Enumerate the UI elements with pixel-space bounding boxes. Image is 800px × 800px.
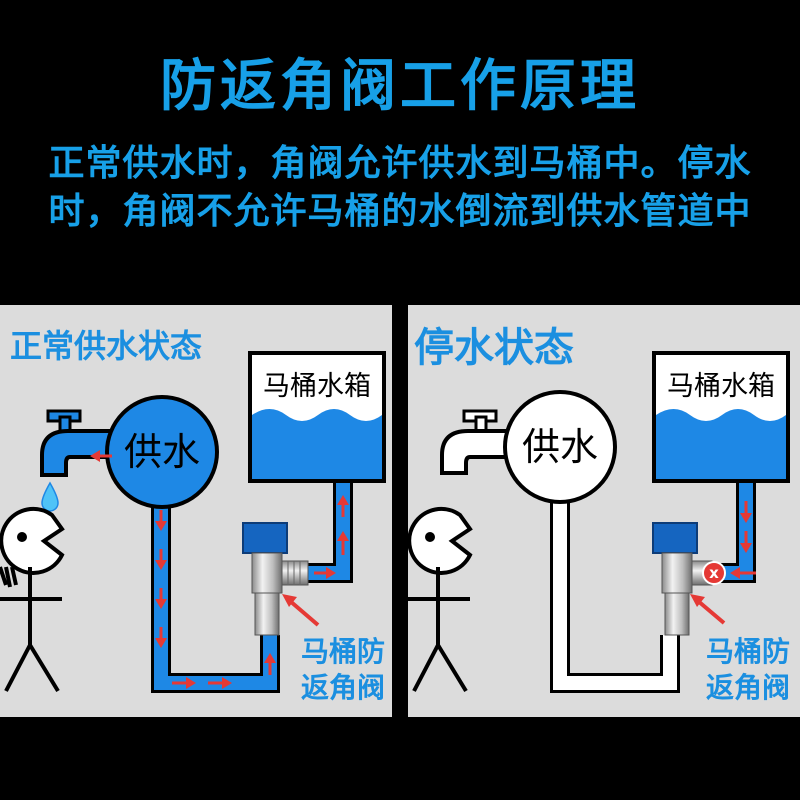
valve-label-line-2: 返角阀 [301,671,385,704]
toilet-tank [652,351,790,483]
supply-circle [503,390,617,504]
valve-pointer-arrow [282,594,320,627]
valve-pointer-arrow [690,594,726,625]
normal-supply-panel: 正常供水状态 [0,305,392,717]
normal-supply-diagram: 供水 马桶水箱 [0,351,386,704]
blocked-icon: x [702,561,726,585]
backflow-arrows [730,501,756,579]
toilet-tank [248,351,386,483]
blocked-mark: x [709,564,719,582]
tank-label: 马桶水箱 [263,371,371,402]
subtitle-line-2: 时，角阀不允许马桶的水倒流到供水管道中 [48,191,752,232]
supply-label: 供水 [522,425,598,469]
water-drop-icon [41,481,59,512]
subtitle-line-1: 正常供水时，角阀允许供水到马桶中。停水 [48,143,752,184]
water-stopped-panel: 停水状态 供水 马桶水箱 [408,305,800,717]
angle-valve [652,522,713,636]
normal-supply-title: 正常供水状态 [10,327,203,365]
supply-label: 供水 [124,430,200,474]
water-stopped-title: 停水状态 [414,325,574,371]
valve-label-line-1: 马桶防 [706,635,790,668]
valve-label-line-1: 马桶防 [301,635,385,668]
tank-label: 马桶水箱 [667,371,775,402]
page-title: 防返角阀工作原理 [160,54,640,119]
angle-valve [242,522,309,636]
stick-figure [0,506,65,693]
valve-label-line-2: 返角阀 [706,671,790,704]
water-stopped-diagram: 供水 马桶水箱 x [408,351,790,704]
supply-circle [105,395,219,509]
stick-figure [408,506,473,693]
flow-arrows [90,450,349,689]
